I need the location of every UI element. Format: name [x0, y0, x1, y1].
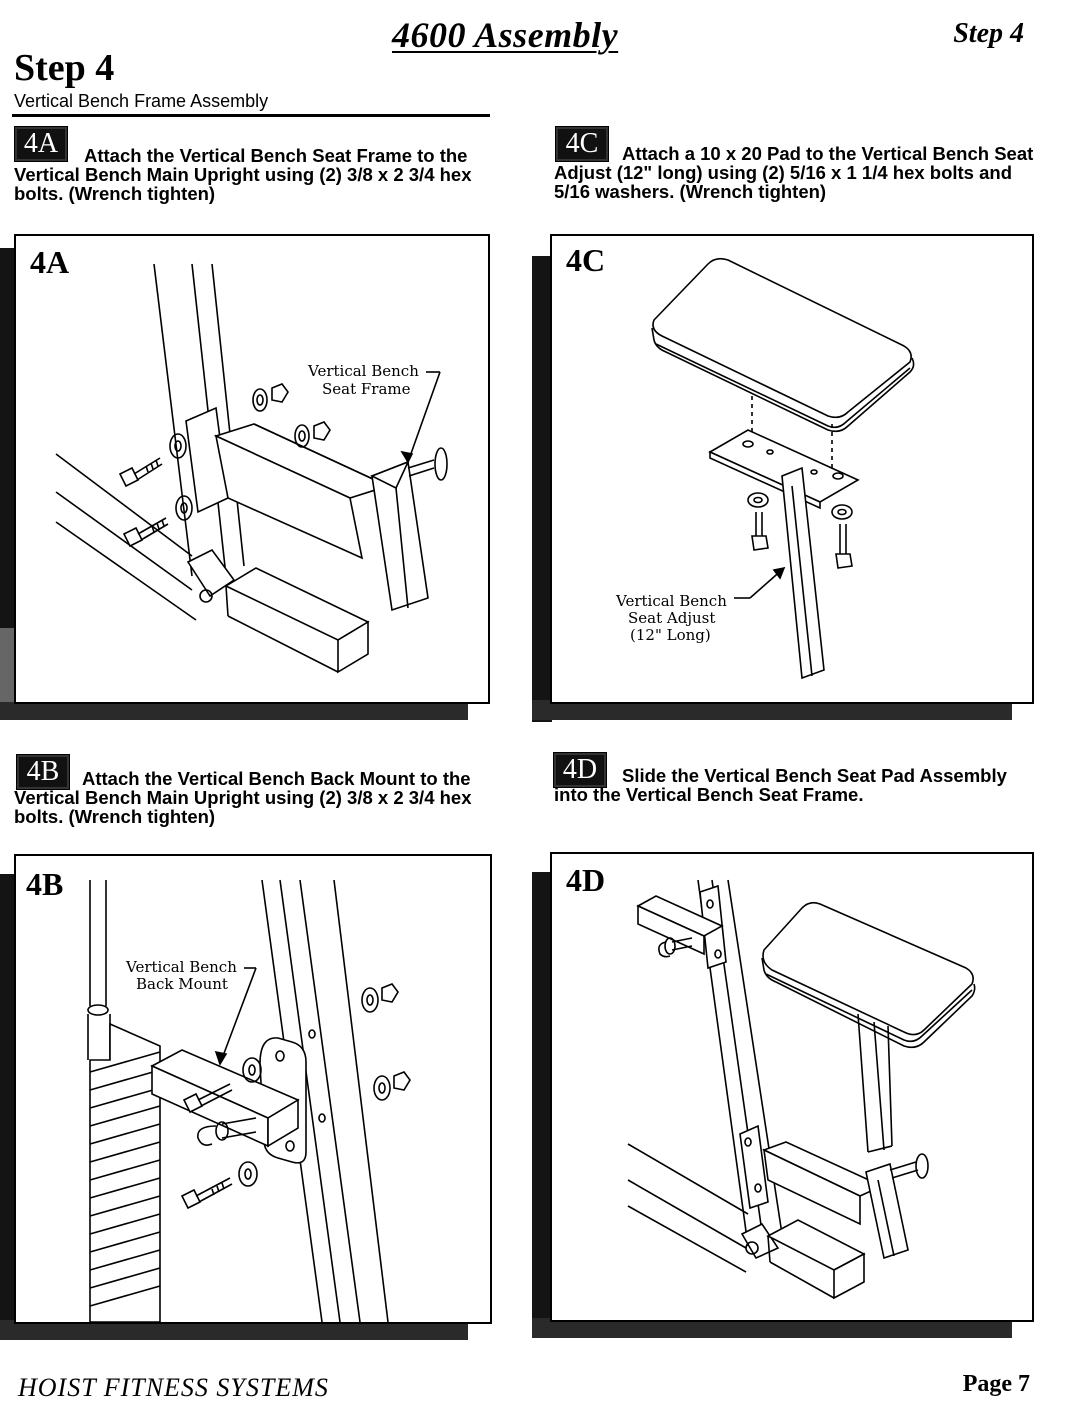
- step-badge-4c: 4C: [555, 126, 609, 162]
- panel-4d-shadow-left: [532, 872, 552, 1338]
- diagram-4b: Vertical Bench Back Mount: [87, 879, 411, 1322]
- instruction-4c-text: Attach a 10 x 20 Pad to the Vertical Ben…: [554, 143, 1034, 202]
- panel-4a-shadow-left: [0, 248, 16, 628]
- instruction-4d-text: Slide the Vertical Bench Seat Pad Assemb…: [554, 765, 1007, 805]
- panel-4d: 4D: [550, 852, 1034, 1322]
- panel-4a-shadow-left-lower: [0, 628, 16, 718]
- instruction-4d: Slide the Vertical Bench Seat Pad Assemb…: [554, 766, 1044, 804]
- callout-4c-line1: Vertical Bench: [615, 592, 727, 610]
- document-title: 4600 Assembly: [392, 15, 619, 55]
- step-subtitle: Vertical Bench Frame Assembly: [14, 91, 269, 111]
- diagram-4c: Vertical Bench Seat Adjust (12" Long): [615, 257, 915, 680]
- heading-rule: [12, 114, 490, 117]
- step-heading: Step 4: [14, 47, 115, 89]
- panel-4b-shadow-left: [0, 874, 18, 1340]
- callout-4a-line1: Vertical Bench: [307, 362, 419, 380]
- panel-4d-shadow-bottom: [532, 1318, 1012, 1338]
- panel-4b-label: 4B: [26, 866, 64, 902]
- instruction-4c: Attach a 10 x 20 Pad to the Vertical Ben…: [554, 144, 1044, 201]
- company-name: HOIST FITNESS SYSTEMS: [18, 1373, 329, 1402]
- instruction-4a: Attach the Vertical Bench Seat Frame to …: [14, 146, 494, 203]
- callout-4c-line3: (12" Long): [630, 626, 711, 644]
- step-badge-4d: 4D: [553, 752, 607, 788]
- instruction-4b: Attach the Vertical Bench Back Mount to …: [14, 769, 484, 826]
- page-number: Page 7: [962, 1371, 1030, 1397]
- diagram-4d: [627, 879, 976, 1300]
- step-corner-label: Step 4: [953, 18, 1024, 49]
- instruction-4b-text: Attach the Vertical Bench Back Mount to …: [14, 768, 472, 827]
- callout-4b-line2: Back Mount: [136, 975, 228, 993]
- panel-4a: 4A: [14, 234, 490, 704]
- panel-4b: 4B: [14, 854, 492, 1324]
- panel-4c-shadow-left: [532, 256, 552, 722]
- callout-4c-line2: Seat Adjust: [628, 609, 715, 627]
- panel-4d-label: 4D: [566, 862, 606, 898]
- step-badge-4b: 4B: [16, 754, 70, 790]
- panel-4b-shadow-bottom: [0, 1320, 468, 1340]
- step-badge-4a: 4A: [14, 126, 68, 162]
- panel-4a-shadow-bottom: [0, 702, 468, 720]
- panel-4c-label: 4C: [566, 242, 606, 278]
- callout-4b-line1: Vertical Bench: [125, 958, 237, 976]
- panel-4a-label: 4A: [30, 244, 70, 280]
- callout-4a-line2: Seat Frame: [322, 380, 411, 398]
- panel-4c: 4C: [550, 234, 1034, 704]
- diagram-4a: Vertical Bench Seat Frame: [55, 263, 448, 674]
- instruction-4a-text: Attach the Vertical Bench Seat Frame to …: [14, 145, 472, 204]
- panel-4c-shadow-bottom: [532, 700, 1012, 720]
